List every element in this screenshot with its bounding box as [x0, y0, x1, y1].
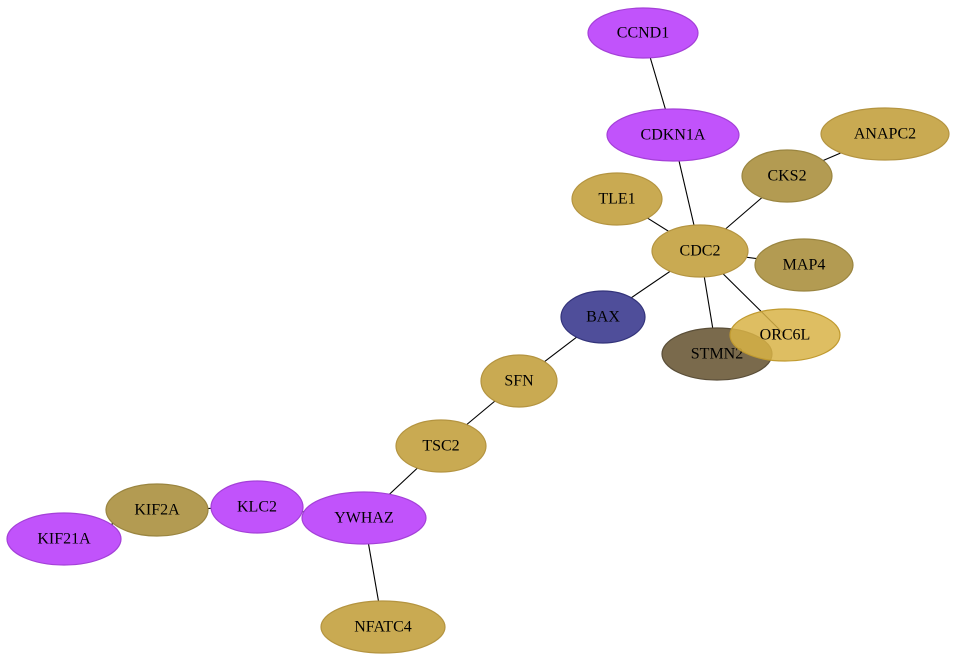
node-ccnd1[interactable]: CCND1 — [587, 7, 699, 59]
node-orc6l[interactable]: ORC6L — [729, 308, 841, 362]
node-label: KIF2A — [134, 502, 180, 519]
node-label: TSC2 — [422, 438, 459, 455]
node-label: CCND1 — [617, 25, 669, 42]
node-shape — [820, 107, 950, 161]
node-shape — [301, 491, 427, 545]
node-ywhaz[interactable]: YWHAZ — [301, 491, 427, 545]
node-shape — [480, 354, 558, 408]
node-shape — [320, 600, 446, 654]
node-cdkn1a[interactable]: CDKN1A — [606, 108, 740, 162]
node-kif2a[interactable]: KIF2A — [105, 483, 209, 537]
node-shape — [105, 483, 209, 537]
node-klc2[interactable]: KLC2 — [210, 480, 304, 534]
node-shape — [587, 7, 699, 59]
node-label: KIF21A — [37, 531, 91, 548]
node-label: YWHAZ — [334, 510, 394, 527]
node-anapc2[interactable]: ANAPC2 — [820, 107, 950, 161]
node-shape — [395, 419, 487, 473]
node-shape — [651, 224, 749, 278]
node-shape — [754, 238, 854, 292]
node-shape — [729, 308, 841, 362]
node-cks2[interactable]: CKS2 — [741, 149, 833, 203]
node-shape — [571, 172, 663, 226]
node-nfatc4[interactable]: NFATC4 — [320, 600, 446, 654]
node-label: BAX — [586, 309, 620, 326]
node-label: CDC2 — [680, 243, 721, 260]
node-label: STMN2 — [691, 346, 743, 363]
node-label: KLC2 — [237, 499, 277, 516]
node-tsc2[interactable]: TSC2 — [395, 419, 487, 473]
node-cdc2[interactable]: CDC2 — [651, 224, 749, 278]
node-tle1[interactable]: TLE1 — [571, 172, 663, 226]
node-shape — [210, 480, 304, 534]
node-shape — [6, 512, 122, 566]
node-kif21a[interactable]: KIF21A — [6, 512, 122, 566]
node-label: SFN — [504, 373, 534, 390]
node-label: MAP4 — [783, 257, 826, 274]
node-bax[interactable]: BAX — [560, 290, 646, 344]
node-sfn[interactable]: SFN — [480, 354, 558, 408]
node-shape — [741, 149, 833, 203]
node-label: NFATC4 — [354, 619, 412, 636]
node-label: CKS2 — [767, 168, 806, 185]
node-shape — [560, 290, 646, 344]
node-map4[interactable]: MAP4 — [754, 238, 854, 292]
node-label: CDKN1A — [641, 127, 706, 144]
node-label: ORC6L — [760, 327, 811, 344]
node-shape — [606, 108, 740, 162]
node-label: TLE1 — [598, 191, 635, 208]
node-label: ANAPC2 — [854, 126, 916, 143]
